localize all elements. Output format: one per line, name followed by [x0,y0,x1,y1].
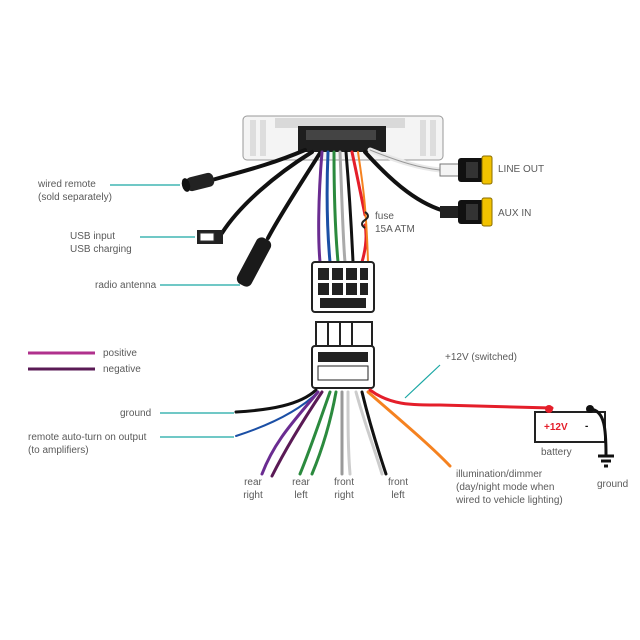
head-unit-rear [242,115,444,161]
battery-minus-text: - [585,421,589,432]
battery-icon [534,405,608,456]
leader-lines [110,184,441,438]
ground-right-label: ground [597,479,629,490]
legend-negative-label: negative [103,364,141,375]
aux-in-rca-icon [440,197,493,227]
line-out-rca-icon [439,155,493,185]
lower-connector [311,321,375,389]
plus12v-switched-label: +12V (switched) [445,352,517,363]
fuse-icon [361,211,369,229]
upper-harness-wires [317,150,369,264]
battery-12v-text: +12V [544,422,568,433]
wired-remote-plug-icon [181,172,215,192]
aux-in-label: AUX IN [498,208,532,219]
ground-left-label: ground [120,408,152,419]
lower-harness-wires [234,388,554,478]
ground-symbol-icon [598,454,614,468]
upper-connector [311,261,375,313]
radio-antenna-label: radio antenna [95,280,157,291]
accessory-cables [210,147,450,240]
usb-plug-icon [197,230,223,244]
battery-label: battery [541,447,572,458]
antenna-plug-icon [236,237,272,287]
remote-turn-on-label: remote auto-turn on output(to amplifiers… [28,432,147,456]
legend-positive-label: positive [103,348,137,359]
wired-remote-label: wired remote(sold separately) [38,179,112,203]
line-out-label: LINE OUT [498,164,545,175]
